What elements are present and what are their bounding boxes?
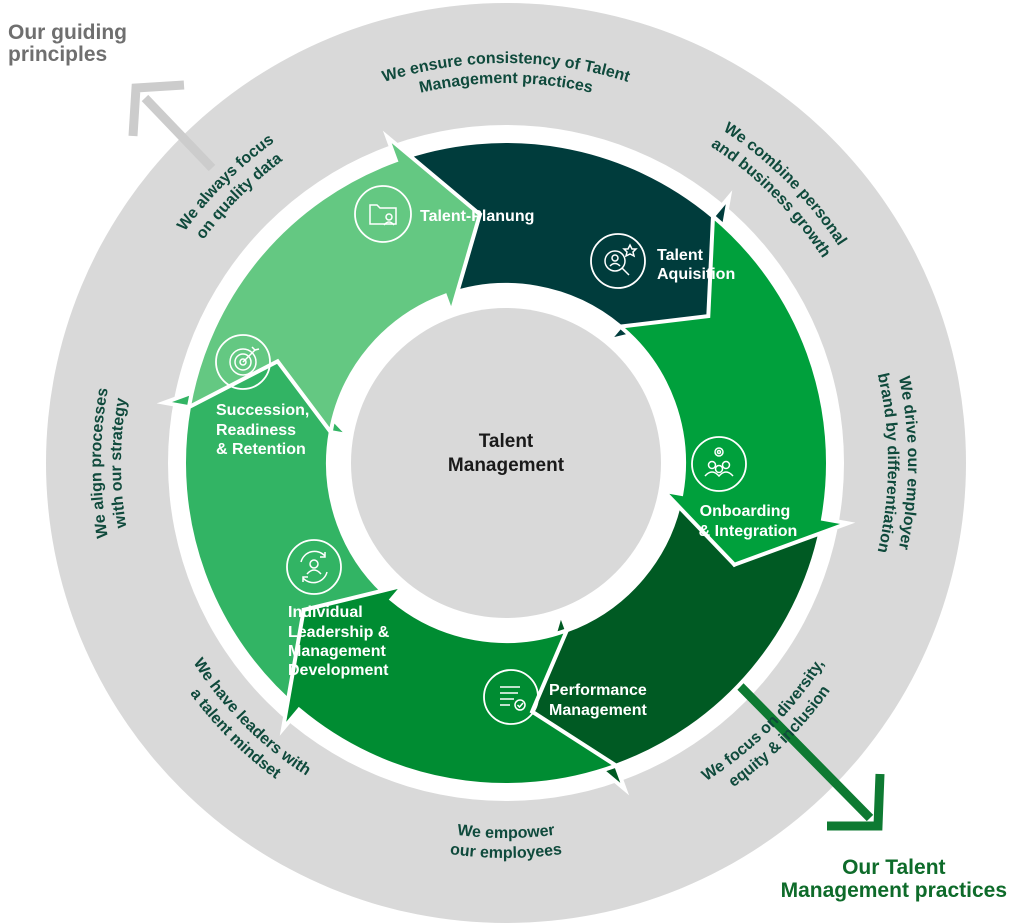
search-person-star-icon — [590, 233, 646, 289]
center-title-line2: Management — [448, 455, 565, 476]
segment-label-performance: Performance Management — [549, 682, 647, 719]
segment-label-line: Onboarding — [700, 503, 791, 520]
segment-label-line: & Retention — [216, 441, 306, 458]
principle-line-text: We align processes — [88, 386, 112, 539]
person-cycle-icon — [286, 539, 342, 595]
principle-line-text: our employees — [449, 841, 563, 862]
segment-performance — [279, 582, 621, 787]
segment-label-line: & Integration — [699, 523, 798, 540]
principle-line: our employees — [449, 841, 563, 862]
segment-label-onboarding: Onboarding & Integration — [699, 503, 798, 540]
segment-label-line: Readiness — [216, 422, 296, 439]
talent-practices-label-line: Management practices — [780, 879, 1007, 902]
talent-practices-label: Our Talent Management practices — [781, 856, 1007, 902]
segment-label-line: Leadership & — [288, 624, 390, 641]
team-gear-icon — [691, 436, 747, 492]
segment-succession — [186, 130, 483, 437]
segment-label-leadership: Individual Leadership & Management Devel… — [288, 604, 390, 679]
center-title-line1: Talent — [479, 431, 534, 452]
segment-label-talent-aquisition: Talent Aquisition — [657, 247, 735, 283]
segment-label-line: Performance — [549, 682, 647, 699]
segment-label-line: Management — [549, 702, 647, 719]
segment-label-succession: Succession, Readiness & Retention — [216, 402, 309, 458]
guiding-principles-arrow — [128, 80, 216, 172]
document-check-icon — [483, 669, 539, 725]
segment-label-line: Talent-Planung — [420, 208, 534, 225]
folder-person-icon — [354, 185, 412, 243]
segment-label-talent-planung: Talent-Planung — [420, 208, 534, 225]
segment-label-line: Individual — [288, 604, 363, 621]
principle-line-text: We empower — [456, 822, 555, 842]
segment-talent-aquisition — [615, 212, 856, 568]
principle-line-text: with our strategy — [108, 397, 130, 531]
talent-practices-label-line: Our Talent — [842, 856, 946, 879]
guiding-principles-label-line: principles — [8, 43, 108, 66]
guiding-principles-label-line: Our guiding — [8, 21, 127, 44]
cycle-segments — [156, 130, 856, 796]
principle-line: We align processes — [88, 386, 112, 539]
segment-label-line: Management — [288, 643, 386, 660]
target-icon — [215, 334, 271, 390]
segment-label-line: Development — [288, 662, 389, 679]
guiding-principles-label: Our guiding principles — [8, 22, 127, 66]
practices-arrow — [734, 680, 885, 831]
inner-circle — [351, 308, 661, 618]
segment-label-line: Talent — [657, 247, 704, 264]
principle-line: We empower — [456, 822, 555, 842]
segment-label-line: Aquisition — [657, 266, 735, 283]
principle-line: with our strategy — [108, 397, 130, 531]
segment-label-line: Succession, — [216, 402, 309, 419]
